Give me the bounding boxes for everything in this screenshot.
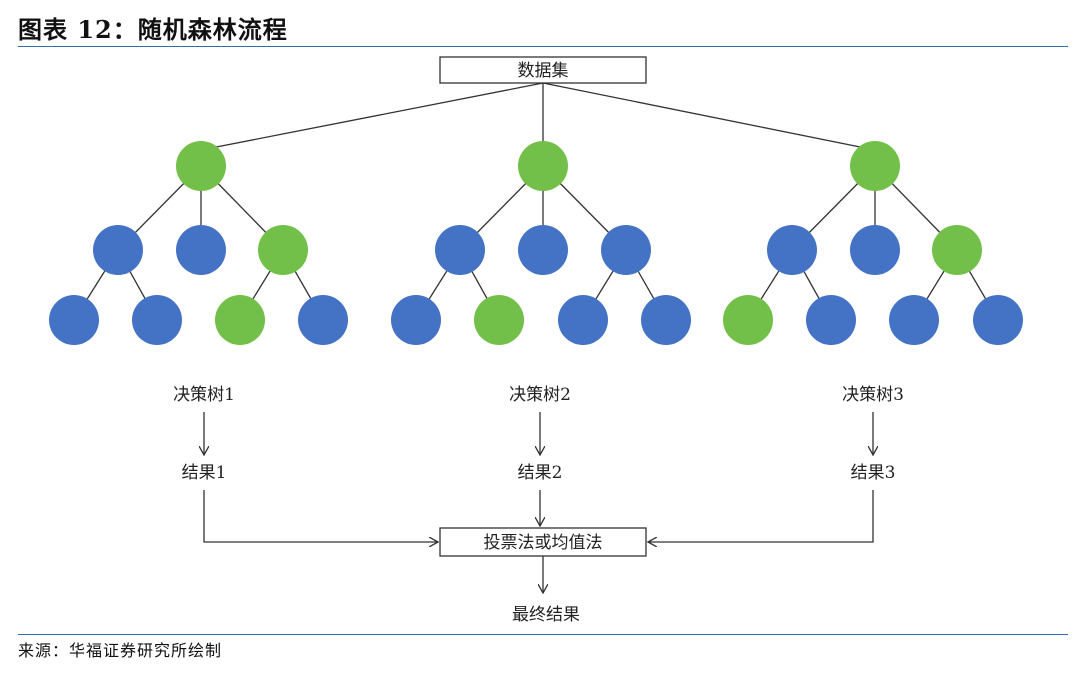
tree3-node xyxy=(767,225,817,275)
tree3-leaf-node xyxy=(973,295,1023,345)
final-result-label: 最终结果 xyxy=(512,605,580,625)
tree1-leaf-node xyxy=(298,295,348,345)
tree2-node xyxy=(601,225,651,275)
tree2-node xyxy=(435,225,485,275)
decision-tree-3 xyxy=(723,141,1023,345)
tree3-leaf-node xyxy=(889,295,939,345)
aggregate-box: 投票法或均值法 xyxy=(439,527,647,557)
tree-label-1: 决策树1 xyxy=(173,385,235,405)
tree2-root-node xyxy=(518,141,568,191)
tree3-root-node xyxy=(850,141,900,191)
tree-label-2: 决策树2 xyxy=(509,385,571,405)
result-label-2: 结果2 xyxy=(518,463,563,483)
result-to-aggregate-arrows xyxy=(203,490,874,542)
page-title: 图表 12：随机森林流程 xyxy=(18,15,288,44)
tree-to-result-arrows xyxy=(204,412,873,455)
aggregate-label: 投票法或均值法 xyxy=(484,533,603,553)
tree3-leaf-node xyxy=(806,295,856,345)
decision-tree-1 xyxy=(49,141,348,345)
title-rule xyxy=(18,46,1068,47)
tree2-leaf-node xyxy=(474,295,524,345)
tree1-leaf-node xyxy=(132,295,182,345)
dataset-label: 数据集 xyxy=(518,61,569,81)
source-note: 来源：华福证券研究所绘制 xyxy=(18,641,223,660)
tree1-leaf-node xyxy=(49,295,99,345)
tree1-leaf-node xyxy=(215,295,265,345)
tree1-node xyxy=(176,225,226,275)
dataset-box: 数据集 xyxy=(439,56,647,84)
tree1-root-node xyxy=(176,141,226,191)
tree1-node xyxy=(258,225,308,275)
tree3-leaf-node xyxy=(723,295,773,345)
result-label-1: 结果1 xyxy=(182,463,227,483)
tree-label-3: 决策树3 xyxy=(842,385,904,405)
source-rule xyxy=(18,634,1068,635)
tree2-leaf-node xyxy=(558,295,608,345)
dataset-to-roots xyxy=(200,82,876,151)
tree2-leaf-node xyxy=(641,295,691,345)
result-label-3: 结果3 xyxy=(851,463,896,483)
tree1-node xyxy=(93,225,143,275)
decision-tree-2 xyxy=(391,141,691,345)
tree2-leaf-node xyxy=(391,295,441,345)
tree2-node xyxy=(518,225,568,275)
tree3-node xyxy=(850,225,900,275)
tree3-node xyxy=(932,225,982,275)
